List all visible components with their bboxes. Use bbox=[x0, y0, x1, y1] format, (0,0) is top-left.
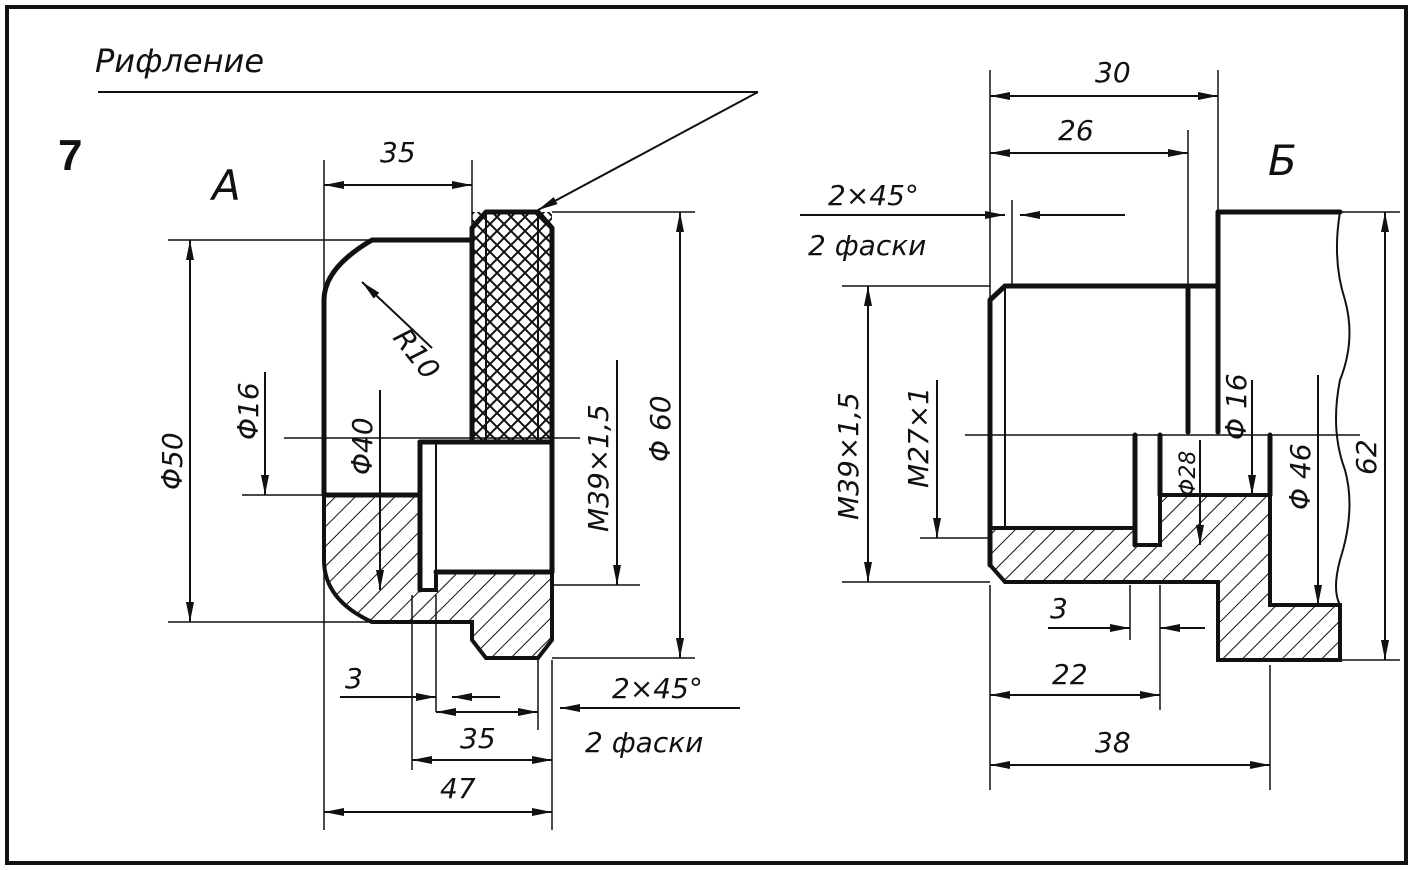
dim-b-62-label: 62 bbox=[1350, 439, 1383, 475]
dim-d60-label: Φ 60 bbox=[644, 395, 677, 462]
dim-b-thread-inner bbox=[920, 380, 990, 539]
chamfer-a-note: 2 фаски bbox=[585, 726, 703, 759]
chamfer-a-label: 2×45° bbox=[612, 672, 703, 705]
flange-outline bbox=[469, 209, 555, 445]
dim-d50-label: Φ50 bbox=[156, 432, 189, 490]
knurling-leader bbox=[98, 91, 759, 211]
section-hatch bbox=[322, 493, 554, 660]
dim-d16 bbox=[242, 372, 324, 496]
section-b-hatch bbox=[988, 493, 1342, 662]
chamfer-b-note: 2 фаски bbox=[808, 229, 926, 262]
figure-number: 7 bbox=[58, 131, 82, 180]
dim-bottom-35-label: 35 bbox=[460, 722, 496, 755]
dim-b-d16-label: Φ 16 bbox=[1220, 373, 1253, 440]
dim-b-d46-label: Φ 46 bbox=[1284, 443, 1317, 510]
dim-b-d28-label: Φ28 bbox=[1176, 451, 1201, 496]
dim-top-30-label: 30 bbox=[1095, 56, 1131, 89]
dim-b-thread-outer bbox=[842, 285, 990, 583]
dim-b-bottom-3-label: 3 bbox=[1050, 592, 1068, 625]
bore-b bbox=[1132, 432, 1273, 548]
dim-d60 bbox=[552, 211, 695, 659]
dim-b-bottom-22-label: 22 bbox=[1052, 658, 1088, 691]
dim-thread-label: M39×1,5 bbox=[582, 404, 615, 532]
part-a: А 35 R bbox=[156, 136, 740, 830]
knurling-label: Рифление bbox=[95, 42, 264, 80]
part-b-title: Б bbox=[1268, 136, 1297, 185]
bore-outline bbox=[417, 439, 555, 593]
dim-d50 bbox=[168, 239, 372, 623]
bottom-extension-lines-b bbox=[989, 585, 1271, 790]
dim-d16-label: Φ16 bbox=[232, 382, 265, 440]
bottom-extension-lines bbox=[323, 560, 553, 830]
dim-radius bbox=[361, 281, 433, 349]
dim-thread bbox=[552, 360, 640, 586]
dim-b-bottom-38-label: 38 bbox=[1095, 726, 1131, 759]
dim-top-26-label: 26 bbox=[1058, 114, 1094, 147]
chamfer-leader-b bbox=[800, 200, 1125, 286]
dim-b-62 bbox=[1340, 211, 1400, 661]
dim-d40-label: Φ40 bbox=[346, 417, 379, 475]
dim-radius-label: R10 bbox=[386, 322, 446, 386]
dim-bottom-47-label: 47 bbox=[440, 772, 476, 805]
chamfer-b-label: 2×45° bbox=[828, 179, 919, 212]
dim-top-35 bbox=[323, 160, 473, 300]
part-b-outline bbox=[987, 209, 1343, 568]
dim-top-35-label: 35 bbox=[380, 136, 416, 169]
sheet-frame bbox=[5, 5, 1408, 865]
break-line bbox=[1335, 211, 1351, 606]
dim-b-thread-outer-label: M39×1,5 bbox=[832, 392, 865, 520]
dim-bottom-3-label: 3 bbox=[345, 662, 363, 695]
part-a-title: А bbox=[209, 161, 241, 210]
part-b: Б 30 bbox=[800, 56, 1400, 790]
dim-top-30 bbox=[989, 70, 1219, 300]
dim-top-26 bbox=[990, 130, 1189, 286]
knurl-pattern bbox=[472, 212, 552, 442]
dim-b-thread-inner-label: M27×1 bbox=[902, 387, 935, 488]
